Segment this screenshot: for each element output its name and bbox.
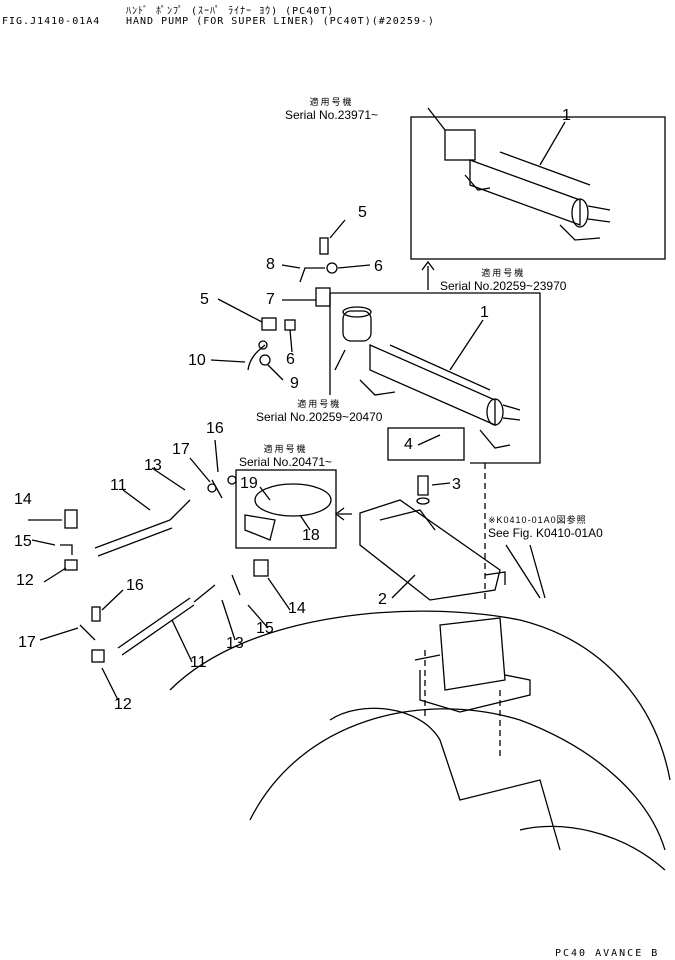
callout-17-upper: 17 — [172, 441, 190, 458]
serial-label-23971: 適用号機 Serial No.23971~ — [285, 95, 378, 122]
inset-box-serial-23971 — [410, 116, 666, 260]
pump-inset-drawing — [427, 107, 611, 241]
callout-19: 19 — [240, 475, 258, 492]
callout-16-lower: 16 — [126, 577, 144, 594]
serial-jp-20259-23970: 適用号機 — [481, 268, 526, 278]
callout-2: 2 — [378, 591, 387, 608]
callout-9: 9 — [290, 375, 299, 392]
serial-label-20471: 適用号機 Serial No.20471~ — [239, 442, 332, 469]
inset-box-serial-20471 — [235, 469, 337, 549]
callout-14-right: 14 — [288, 600, 306, 617]
callout-11-lower: 11 — [190, 654, 207, 671]
callout-12-left: 12 — [16, 572, 34, 589]
figure-number: FIG.J1410-01A4 — [2, 16, 101, 27]
pump-group-box — [330, 292, 541, 464]
figure-title: HAND PUMP (FOR SUPER LINER) (PC40T)(#202… — [126, 16, 435, 27]
reference-text: See Fig. K0410-01A0 — [488, 526, 603, 540]
serial-jp-20259-20470: 適用号機 — [297, 399, 342, 409]
callout-6-mid: 6 — [286, 351, 295, 368]
serial-text-23971: Serial No.23971~ — [285, 108, 379, 122]
serial-text-20259-20470: Serial No.20259~20470 — [256, 410, 383, 424]
serial-label-20259-23970: 適用号機 Serial No.20259~23970 — [440, 266, 566, 293]
hose-11-lower — [117, 584, 216, 656]
callout-1-main: 1 — [480, 304, 489, 321]
callout-15-right: 15 — [256, 620, 274, 637]
serial-label-20259-20470: 適用号機 Serial No.20259~20470 — [256, 397, 382, 424]
reference-label: ※K0410-01A0図参照 See Fig. K0410-01A0 — [488, 513, 603, 540]
callout-12-lower: 12 — [114, 696, 132, 713]
pipe-8 — [299, 267, 325, 283]
callout-13-lower: 13 — [226, 635, 244, 652]
callout-10: 10 — [188, 352, 206, 369]
callout-15-left: 15 — [14, 533, 32, 550]
item4-box — [387, 427, 465, 461]
callout-7: 7 — [266, 291, 275, 308]
bracket-drawing — [359, 499, 506, 601]
callout-1-inset: 1 — [562, 107, 571, 124]
arrow-up — [421, 260, 435, 290]
callout-3: 3 — [452, 476, 461, 493]
callout-13-upper: 13 — [144, 457, 162, 474]
serial-text-20259-23970: Serial No.20259~23970 — [440, 279, 567, 293]
serial-jp-20471: 適用号機 — [263, 444, 308, 454]
callout-14-left: 14 — [14, 491, 32, 508]
callout-5-mid: 5 — [200, 291, 209, 308]
callout-5-top: 5 — [358, 204, 367, 221]
pump-main-drawing — [334, 306, 521, 449]
callout-18: 18 — [302, 527, 320, 544]
header-japanese: ﾊﾝﾄﾞ ﾎﾟﾝﾌﾟ (ｽｰﾊﾟ ﾗｲﾅｰ ﾖｳ) (PC40T) — [126, 6, 335, 17]
reference-jp: ※K0410-01A0図参照 — [488, 515, 587, 525]
callout-4: 4 — [404, 436, 413, 453]
callout-11-upper: 11 — [110, 477, 127, 494]
footer-model: PC40 AVANCE B — [555, 948, 660, 959]
callout-8: 8 — [266, 256, 275, 273]
hose-11-upper — [94, 499, 191, 557]
callout-16-upper: 16 — [206, 420, 224, 437]
machine-frame-outline — [169, 610, 671, 781]
callout-6-top: 6 — [374, 258, 383, 275]
serial-jp-23971: 適用号機 — [309, 97, 354, 107]
mount-block-drawing — [414, 617, 531, 713]
callout-17-lower: 17 — [18, 634, 36, 651]
serial-text-20471: Serial No.20471~ — [239, 455, 333, 469]
pipe-10 — [247, 344, 266, 371]
